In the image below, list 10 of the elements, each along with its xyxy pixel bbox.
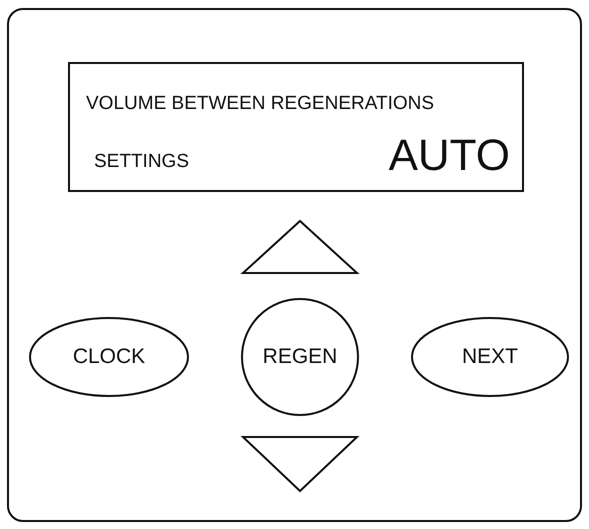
control-panel <box>7 8 582 522</box>
display-label: SETTINGS <box>94 152 190 171</box>
regen-button: REGEN <box>241 298 359 416</box>
next-button: NEXT <box>411 317 569 397</box>
display-label: VOLUME BETWEEN REGENERATIONS <box>86 94 434 113</box>
down-arrow-button <box>242 436 358 492</box>
display-screen <box>68 62 524 192</box>
display-value: AUTO <box>388 134 510 178</box>
clock-button: CLOCK <box>29 317 189 397</box>
up-arrow-button <box>242 220 358 274</box>
